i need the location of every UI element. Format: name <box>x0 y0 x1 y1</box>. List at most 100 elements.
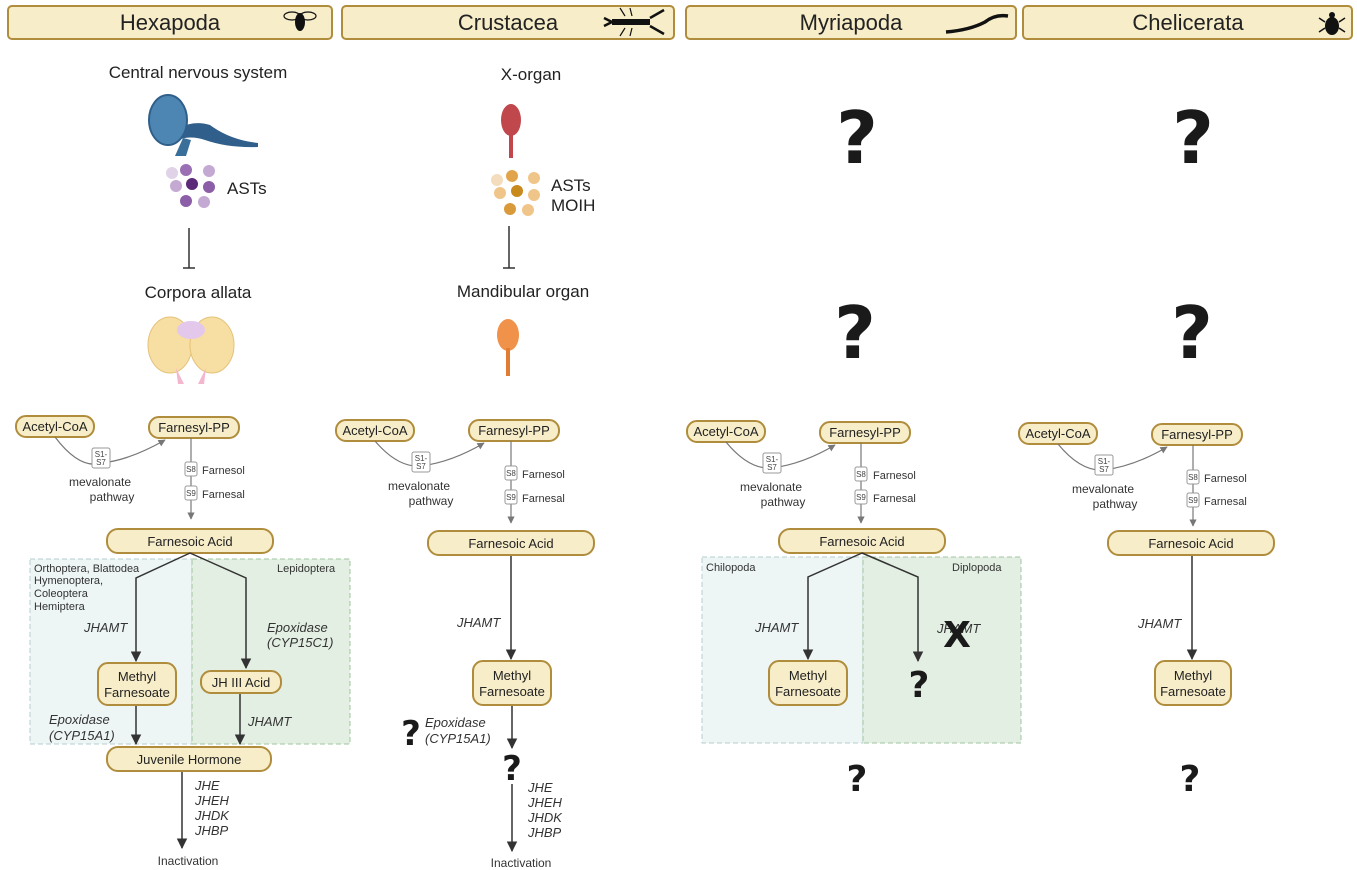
question-mark: ? <box>401 714 421 754</box>
pathway-inact_enz-2-label: JHDK <box>194 808 230 823</box>
inhibition-arrow <box>183 228 195 269</box>
pathway-mf1-label: Methyl <box>789 668 827 683</box>
hexapoda-jh3-label: JH III Acid <box>212 675 271 690</box>
header-myriapoda: Myriapoda <box>685 5 1017 40</box>
pathway-s9-label: S9 <box>856 493 866 502</box>
cross-mark: X <box>943 615 971 656</box>
fly-icon <box>283 11 317 31</box>
pathway-farnesol-label: Farnesol <box>873 470 916 482</box>
inhibition-arrow <box>503 226 515 269</box>
brain-icon <box>148 94 258 156</box>
question-mark: ? <box>1171 291 1213 375</box>
panel-left <box>701 556 864 744</box>
hexapoda-asts-label: ASTs <box>227 179 267 198</box>
pathway-s8-label: S8 <box>506 469 516 478</box>
panel-right <box>862 556 1022 744</box>
pathway-mev2-label: pathway <box>1093 497 1138 511</box>
pathway-s7-label: S7 <box>96 458 106 467</box>
pathway-s1-label: S1- <box>766 455 779 464</box>
question-mark: ? <box>847 759 868 800</box>
pathway-acetyl-label: Acetyl-CoA <box>22 419 87 434</box>
pathway-s1-label: S1- <box>415 454 428 463</box>
x-organ-icon <box>501 104 521 158</box>
pathway-s7-label: S7 <box>1099 465 1109 474</box>
pathway-s7-label: S7 <box>416 462 426 471</box>
header-myriapoda-label: Myriapoda <box>800 10 903 35</box>
pathway-farnesyl-label: Farnesyl-PP <box>478 423 550 438</box>
pathway-farnesol-label: Farnesol <box>1204 473 1247 485</box>
myriapoda-left-label: Chilopoda <box>706 562 756 574</box>
pathway-jhamt-label: JHAMT <box>754 620 799 635</box>
header-chelicerata-label: Chelicerata <box>1132 10 1244 35</box>
chelicerata-pathway: Acetyl-CoA Farnesyl-PP S1- S7 mevalonate… <box>1018 422 1275 800</box>
pathway-mev2-label: pathway <box>761 495 806 509</box>
pathway-mf2-label: Farnesoate <box>104 685 170 700</box>
pathway-inact_enz-2-label: JHDK <box>527 810 563 825</box>
pathway-farnesyl-label: Farnesyl-PP <box>158 420 230 435</box>
crayfish-icon <box>603 7 665 37</box>
pathway-inact_enz-0-label: JHE <box>194 778 220 793</box>
crustacea-pathway: Acetyl-CoA Farnesyl-PP S1- S7 mevalonate… <box>335 419 595 870</box>
corpora-allata-icon <box>147 316 235 384</box>
pathway-s8-label: S8 <box>1188 473 1198 482</box>
panel-right <box>191 558 351 745</box>
pathway-inact_enz-0-label: JHE <box>527 780 553 795</box>
x-organ-label: X-organ <box>501 65 561 84</box>
pathway-epox-1-label: (CYP15A1) <box>49 728 115 743</box>
pathway-mf2-label: Farnesoate <box>775 684 841 699</box>
header-crustacea: Crustacea <box>341 5 675 40</box>
pathway-farnesal-label: Farnesal <box>1204 496 1247 508</box>
pathway-jhamt-label: JHAMT <box>456 615 501 630</box>
pathway-acetyl-label: Acetyl-CoA <box>342 423 407 438</box>
hexapoda-pathway: Acetyl-CoA Farnesyl-PP S1- S7 mevalonate… <box>15 415 351 868</box>
question-mark: ? <box>1180 759 1201 800</box>
pathway-jhamt-label: JHAMT <box>83 620 128 635</box>
header-hexapoda: Hexapoda <box>7 5 333 40</box>
pathway-fa-label: Farnesoic Acid <box>147 534 232 549</box>
pathway-farnesal-label: Farnesal <box>522 493 565 505</box>
pathway-s1-label: S1- <box>1098 457 1111 466</box>
pathway-jhamt-label: JHAMT <box>1137 616 1182 631</box>
pathway-inact_enz-3-label: JHBP <box>527 825 562 840</box>
corpora-allata-label: Corpora allata <box>145 283 252 302</box>
pathway-mev1-label: mevalonate <box>388 479 450 493</box>
hexapoda-taxa_left-0-label: Orthoptera, Blattodea <box>34 563 140 575</box>
myriapoda-pathway: Acetyl-CoA Farnesyl-PP S1- S7 mevalonate… <box>686 420 1022 800</box>
pathway-epox-1-label: (CYP15A1) <box>425 731 491 746</box>
pathway-s8-label: S8 <box>186 465 196 474</box>
header-crustacea-label: Crustacea <box>458 10 559 35</box>
myriapoda-right-label: Diplopoda <box>952 562 1002 574</box>
pathway-mev2-label: pathway <box>90 490 135 504</box>
question-mark: ? <box>502 749 522 789</box>
pathway-fa-label: Farnesoic Acid <box>819 534 904 549</box>
pathway-mf1-label: Methyl <box>1174 668 1212 683</box>
hexapoda-taxa_right-label: Lepidoptera <box>277 563 336 575</box>
pathway-mf1-label: Methyl <box>493 668 531 683</box>
hexapoda-taxa_left-1-label: Hymenoptera, <box>34 575 103 587</box>
pathway-epox-0-label: Epoxidase <box>49 712 110 727</box>
question-mark: ? <box>1172 96 1214 180</box>
pathway-mf1-label: Methyl <box>118 669 156 684</box>
pathway-farnesal-label: Farnesal <box>202 489 245 501</box>
pathway-mev1-label: mevalonate <box>69 475 131 489</box>
millipede-icon <box>945 13 1009 34</box>
question-mark: ? <box>834 291 876 375</box>
pathway-s9-label: S9 <box>1188 496 1198 505</box>
pathway-s7-label: S7 <box>767 463 777 472</box>
moih-label: MOIH <box>551 196 595 215</box>
header-hexapoda-label: Hexapoda <box>120 10 221 35</box>
pathway-inactivation-label: Inactivation <box>158 854 219 868</box>
pathway-s9-label: S9 <box>186 489 196 498</box>
pathway-jhamt-label: JHAMT <box>247 714 292 729</box>
pathway-inact_enz-1-label: JHEH <box>194 793 230 808</box>
pathway-fa-label: Farnesoic Acid <box>1148 536 1233 551</box>
mandibular-organ-icon <box>497 319 519 376</box>
pathway-s1-label: S1- <box>95 450 108 459</box>
crustacea-neuropeptides-icon <box>491 170 540 216</box>
header-chelicerata: Chelicerata <box>1022 5 1353 40</box>
pathway-inact_enz-3-label: JHBP <box>194 823 229 838</box>
pathway-mf2-label: Farnesoate <box>479 684 545 699</box>
pathway-mf2-label: Farnesoate <box>1160 684 1226 699</box>
tick-icon <box>1318 12 1346 35</box>
pathway-mev1-label: mevalonate <box>740 480 802 494</box>
